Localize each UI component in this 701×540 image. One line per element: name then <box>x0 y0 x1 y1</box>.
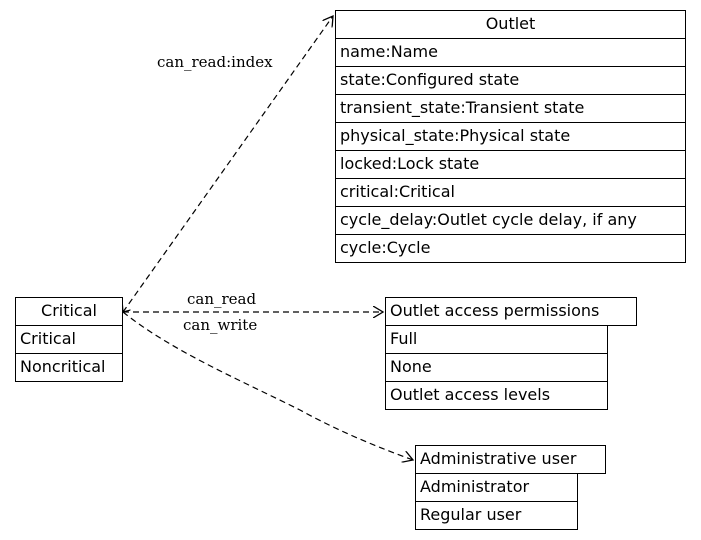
outlet-field: transient_state:Transient state <box>335 94 686 123</box>
admin-field: Administrator <box>415 473 578 502</box>
outlet-field: cycle_delay:Outlet cycle delay, if any <box>335 206 686 235</box>
admin-title: Administrative user <box>415 445 606 474</box>
outlet-field: locked:Lock state <box>335 150 686 179</box>
outlet-field: name:Name <box>335 38 686 67</box>
permissions-field: Outlet access levels <box>385 381 608 410</box>
outlet-title: Outlet <box>335 10 686 39</box>
edge-label-can-read: can_read <box>187 290 257 308</box>
edge-critical-to-admin <box>122 311 413 460</box>
edge-label-can-write: can_write <box>183 316 258 334</box>
outlet-field: cycle:Cycle <box>335 234 686 263</box>
critical-field: Noncritical <box>15 353 123 382</box>
admin-field: Regular user <box>415 501 578 530</box>
critical-title: Critical <box>15 297 123 326</box>
critical-field: Critical <box>15 325 123 354</box>
outlet-field: state:Configured state <box>335 66 686 95</box>
edge-label-can-read-index: can_read:index <box>157 53 273 71</box>
permissions-field: Full <box>385 325 608 354</box>
permissions-field: None <box>385 353 608 382</box>
outlet-field: physical_state:Physical state <box>335 122 686 151</box>
edge-critical-to-outlet <box>123 16 333 312</box>
outlet-field: critical:Critical <box>335 178 686 207</box>
permissions-title: Outlet access permissions <box>385 297 637 326</box>
